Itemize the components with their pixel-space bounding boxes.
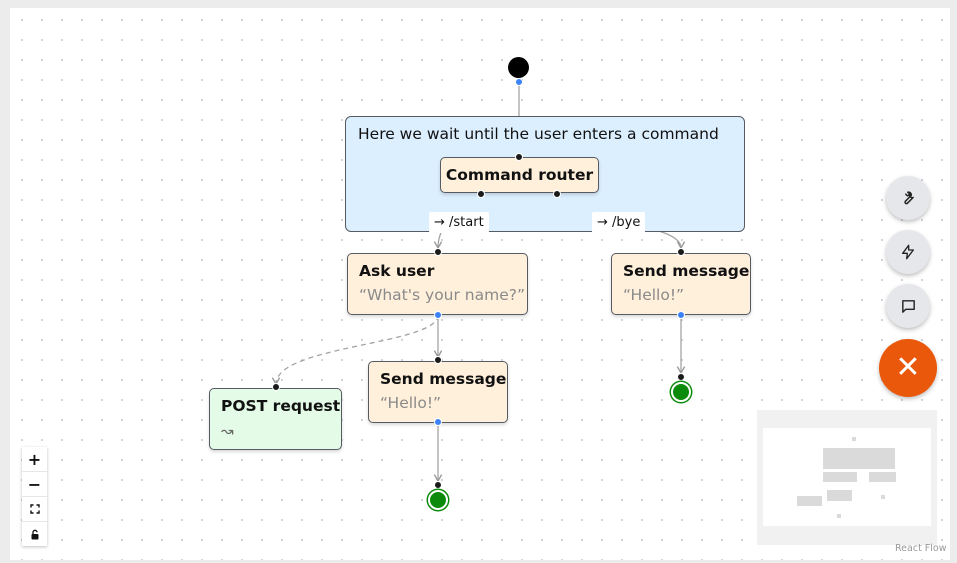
node-title: Ask user (359, 262, 435, 280)
post-request-node[interactable]: POST request ↝ (209, 388, 342, 450)
minimap-node (869, 472, 896, 482)
ask-user-node[interactable]: Ask user “What's your name?” (347, 253, 528, 315)
start-state-node[interactable] (508, 57, 529, 78)
edge-label-bye[interactable]: → /bye (592, 212, 646, 233)
zoom-in-button[interactable]: + (22, 447, 47, 472)
router-bye-handle[interactable] (553, 190, 561, 198)
start-handle[interactable] (515, 78, 523, 86)
minimap-node (797, 496, 822, 506)
router-start-handle[interactable] (477, 190, 485, 198)
lightning-button[interactable] (886, 230, 930, 274)
send-right-output-handle[interactable] (677, 311, 685, 319)
send-bottom-output-handle[interactable] (434, 418, 442, 426)
lock-button[interactable] (22, 522, 47, 546)
minimap-node (823, 472, 857, 482)
fit-view-icon (29, 504, 40, 514)
close-button[interactable]: ✕ (879, 339, 937, 397)
router-input-handle[interactable] (515, 153, 523, 161)
node-subtitle: “Hello!” (380, 394, 442, 412)
send-message-node-bottom[interactable]: Send message “Hello!” (368, 361, 508, 423)
lightning-icon (902, 244, 914, 260)
node-title: Command router (445, 166, 594, 184)
send-message-node-right[interactable]: Send message “Hello!” (611, 253, 751, 315)
node-title: POST request (221, 397, 341, 415)
end-state-node-bottom[interactable] (428, 490, 448, 510)
node-subtitle: “What's your name?” (359, 286, 526, 304)
post-input-handle[interactable] (272, 383, 280, 391)
lock-icon (31, 529, 38, 539)
send-bottom-input-handle[interactable] (434, 356, 442, 364)
react-flow-attribution[interactable]: React Flow (895, 543, 947, 554)
wrench-icon (904, 191, 914, 205)
chat-button[interactable] (886, 284, 930, 328)
ask-user-output-handle[interactable] (434, 311, 442, 319)
node-subtitle: “Hello!” (623, 286, 685, 304)
end-right-input-handle[interactable] (677, 373, 685, 381)
command-router-node[interactable]: Command router (440, 157, 599, 193)
wrench-button[interactable] (886, 176, 930, 220)
end-state-node-right[interactable] (671, 382, 691, 402)
chat-bubble-icon (901, 299, 915, 313)
curly-arrow-icon: ↝ (221, 422, 234, 440)
zoom-controls: + − (22, 447, 47, 546)
close-icon: ✕ (895, 350, 921, 385)
minimap-node (852, 437, 856, 441)
minimap-node (837, 514, 841, 518)
edge-label-start[interactable]: → /start (429, 212, 489, 233)
end-bottom-input-handle[interactable] (434, 481, 442, 489)
minimap-node (881, 495, 885, 499)
fit-view-button[interactable] (22, 497, 47, 522)
group-title: Here we wait until the user enters a com… (358, 125, 719, 143)
node-title: Send message (623, 262, 750, 280)
ask-user-input-handle[interactable] (434, 248, 442, 256)
minimap-node (827, 490, 852, 501)
send-right-input-handle[interactable] (677, 248, 685, 256)
zoom-out-button[interactable]: − (22, 472, 47, 497)
node-title: Send message (380, 370, 507, 388)
minimap-node (823, 448, 895, 469)
minimap[interactable] (757, 410, 937, 545)
